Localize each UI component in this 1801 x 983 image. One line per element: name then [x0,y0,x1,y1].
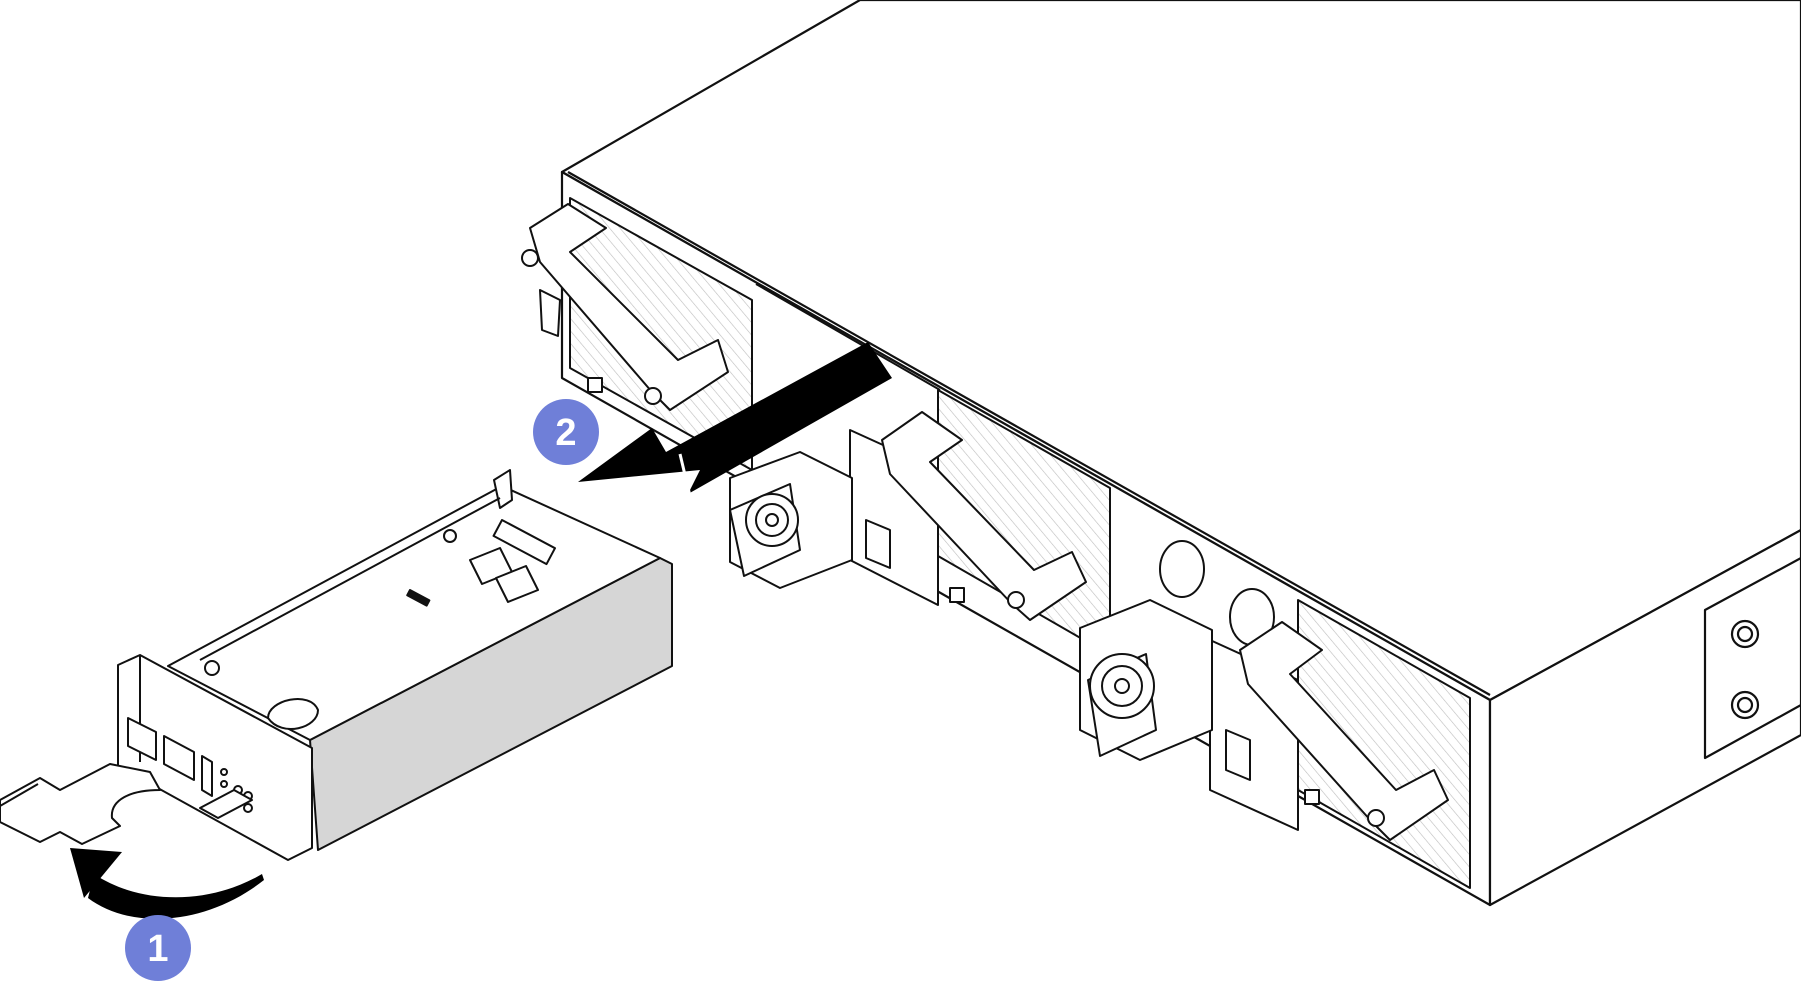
chassis-rear-lip [567,171,1491,696]
callout-1: 1 [125,915,191,981]
psu-left-handle [529,203,729,411]
callout-2-label: 2 [555,412,576,454]
side-screws [1730,619,1760,720]
ethernet-port-1 [127,717,157,761]
chassis-side-recess [1703,556,1801,760]
callout-2: 2 [533,399,599,465]
psu-left-latch [539,289,561,337]
ethernet-port-2 [163,735,195,781]
pull-out-arrow [578,342,892,497]
io-board-module [117,469,673,861]
psu-right-handle [1239,621,1449,841]
callout-1-label: 1 [147,928,168,970]
power-supply-middle [729,389,1111,656]
release-latch [0,763,253,845]
board-connectors [204,519,556,730]
usb-port [201,755,213,797]
power-supply-left [521,197,753,471]
power-supply-right [1079,599,1471,889]
rotate-arrow [70,848,264,919]
psu-middle-handle [881,411,1087,621]
